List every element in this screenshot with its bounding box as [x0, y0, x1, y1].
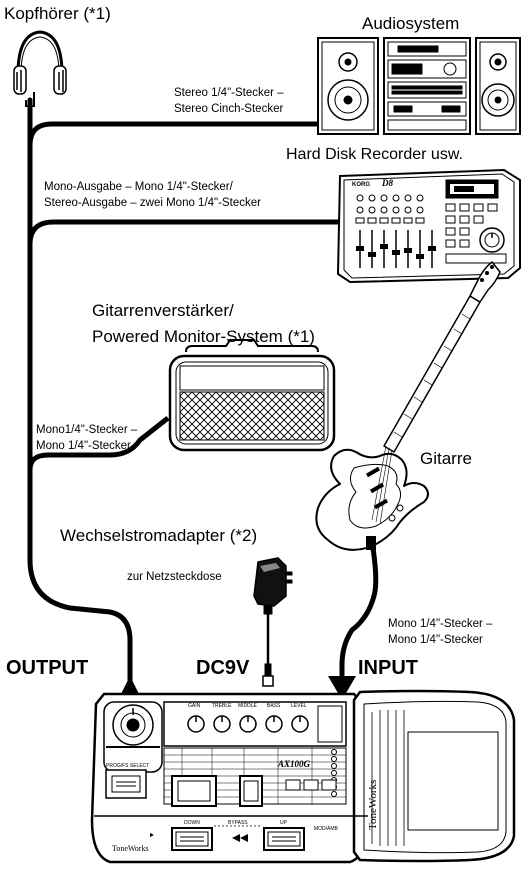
cable-audiosystem [30, 124, 322, 145]
audiosystem-label: Audiosystem [362, 14, 459, 34]
pedal-label-down: DOWN [184, 820, 200, 826]
hdr-cable-line1: Mono-Ausgabe – Mono 1/4"-Stecker/ [44, 180, 233, 194]
pedal-label-up: UP [280, 820, 287, 826]
adapter-label: Wechselstromadapter (*2) [60, 526, 257, 546]
guitar-icon [316, 262, 500, 550]
outlet-label: zur Netzsteckdose [127, 570, 222, 584]
mode-label: MOD/AMB [314, 826, 338, 832]
stereo-cable-line1: Stereo 1/4"-Stecker – [174, 86, 284, 100]
amp-cable-line1: Mono1/4"-Stecker – [36, 423, 137, 437]
headphones-label: Kopfhörer (*1) [4, 4, 111, 24]
ax100g-device [92, 691, 514, 862]
hdr-cable-line2: Stereo-Ausgabe – zwei Mono 1/4"-Stecker [44, 196, 261, 210]
pedal-label-bypass: BYPASS [228, 820, 248, 826]
guitar-cable-line2: Mono 1/4"-Stecker [388, 633, 483, 647]
headphones-icon [14, 32, 66, 106]
knob-label-gain: GAIN [188, 703, 200, 709]
dc-jack-label: DC9V [196, 657, 249, 680]
amplifier-grille [180, 392, 324, 440]
audiosystem-icon [318, 38, 520, 134]
program-select-label: PROG/FS SELECT [106, 763, 149, 769]
guitar-label: Gitarre [420, 449, 472, 469]
device-brand-pedal: ToneWorks [367, 780, 379, 830]
knob-label-bass: BASS [267, 703, 280, 709]
amp-cable-line2: Mono 1/4"-Stecker [36, 439, 131, 453]
recorder-brand: KORG [352, 182, 370, 188]
cable-hdr [30, 222, 345, 244]
stereo-cable-line2: Stereo Cinch-Stecker [174, 102, 283, 116]
device-brand-left: ToneWorks [112, 844, 149, 853]
knob-label-treble: TREBLE [212, 703, 231, 709]
guitar-cable-line1: Mono 1/4"-Stecker – [388, 617, 492, 631]
amp-label-line2: Powered Monitor-System (*1) [92, 327, 315, 347]
knob-label-middle: MIDDLE [238, 703, 257, 709]
output-jack-label: OUTPUT [6, 657, 88, 680]
hdr-label: Hard Disk Recorder usw. [286, 146, 463, 164]
ac-adapter-icon [254, 558, 292, 686]
device-model: AX100G [277, 759, 311, 769]
input-jack-label: INPUT [358, 657, 418, 680]
knob-label-level: LEVEL [291, 703, 307, 709]
recorder-model: D8 [381, 178, 393, 188]
amp-label-line1: Gitarrenverstärker/ [92, 301, 234, 321]
